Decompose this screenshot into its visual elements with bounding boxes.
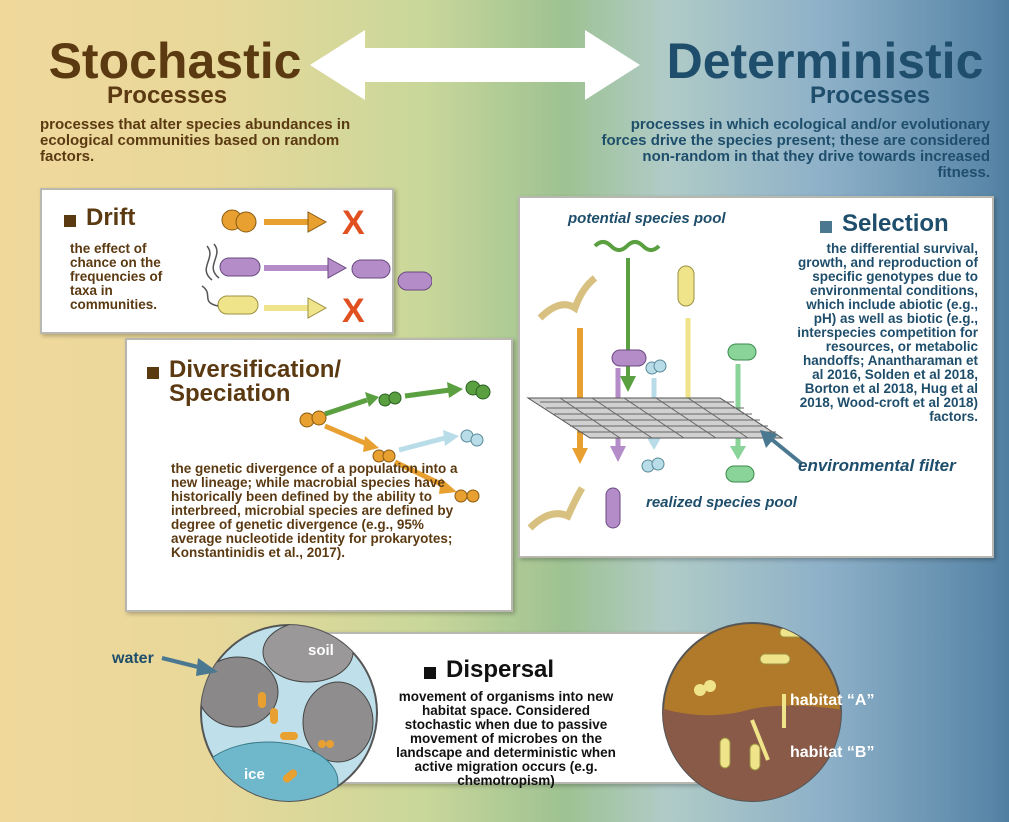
potential-pool-label: potential species pool: [568, 210, 726, 227]
speciation-illustration: [299, 380, 491, 503]
drift-title: Drift: [86, 204, 136, 231]
environmental-filter-label: environmental filter: [798, 456, 956, 475]
filter-illustration: [526, 240, 784, 531]
soil-ice-circle: [200, 624, 378, 802]
double-arrow-icon: [310, 30, 640, 100]
realized-pool-label: realized species pool: [646, 494, 797, 511]
selection-panel: potential species pool Selection the dif…: [518, 196, 994, 558]
x-icon: X: [342, 204, 365, 242]
bullet-icon: [424, 666, 436, 679]
stochastic-title: Stochastic: [48, 33, 302, 89]
selection-heading: Selection: [820, 210, 949, 238]
dispersal-text: movement of organisms into new habitat s…: [396, 689, 616, 788]
stochastic-subtitle: Processes: [106, 82, 228, 109]
filter-pointer-arrow-icon: [760, 430, 804, 466]
water-pointer-arrow-icon: [161, 656, 218, 676]
deterministic-title: Deterministic: [666, 33, 984, 89]
soil-label: soil: [308, 642, 334, 659]
selection-text: the differential survival, growth, and r…: [797, 241, 978, 424]
diversification-heading: Diversification/: [147, 356, 341, 384]
drift-panel: Drift the effect of chance on the freque…: [40, 188, 432, 334]
deterministic-description: processes in which ecological and/or evo…: [601, 116, 991, 181]
water-label: water: [112, 650, 154, 667]
drift-heading: Drift: [64, 204, 135, 232]
habitat-b-label: habitat “B”: [790, 744, 875, 761]
bullet-icon: [64, 214, 76, 227]
bullet-icon: [820, 220, 832, 233]
bullet-icon: [147, 366, 159, 379]
dispersal-title: Dispersal: [446, 656, 555, 683]
diversification-title-line1: Diversification/: [169, 356, 342, 383]
diversification-panel: Diversification/ Speciation the genetic …: [125, 338, 513, 612]
drift-illustration: X X: [201, 204, 432, 328]
x-icon: X: [342, 292, 365, 328]
drift-text: the effect of chance on the frequencies …: [70, 241, 163, 312]
diversification-text: the genetic divergence of a population i…: [171, 461, 458, 560]
ice-label: ice: [244, 766, 265, 783]
deterministic-subtitle: Processes: [809, 82, 931, 109]
habitat-a-label: habitat “A”: [790, 692, 875, 709]
habitat-circle: [662, 622, 842, 802]
dispersal-heading: Dispersal: [424, 656, 554, 684]
diversification-title-line2: Speciation: [169, 380, 291, 407]
selection-title: Selection: [842, 210, 949, 237]
stochastic-description: processes that alter species abundances …: [40, 116, 351, 165]
